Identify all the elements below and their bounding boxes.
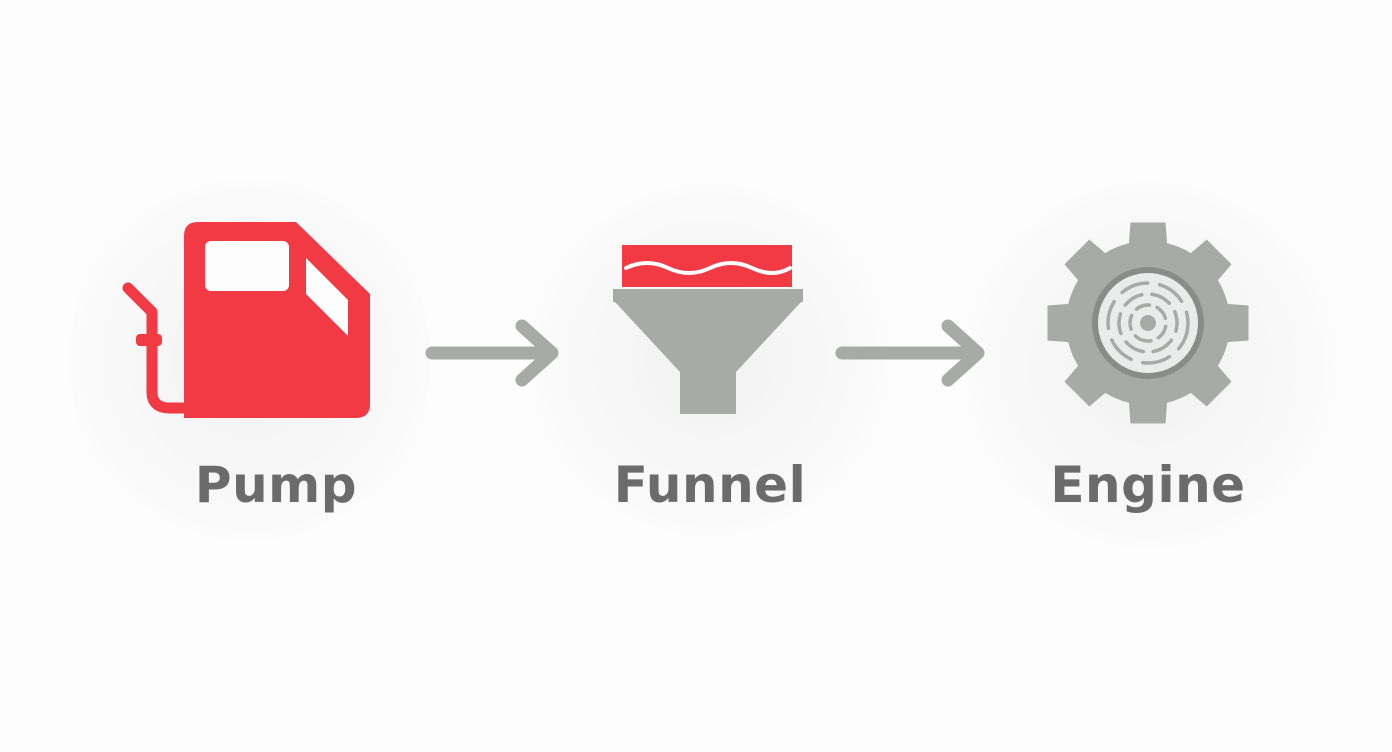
engine-label: Engine — [1050, 456, 1246, 514]
funnel-label: Funnel — [613, 456, 807, 514]
pump-label: Pump — [194, 456, 358, 514]
